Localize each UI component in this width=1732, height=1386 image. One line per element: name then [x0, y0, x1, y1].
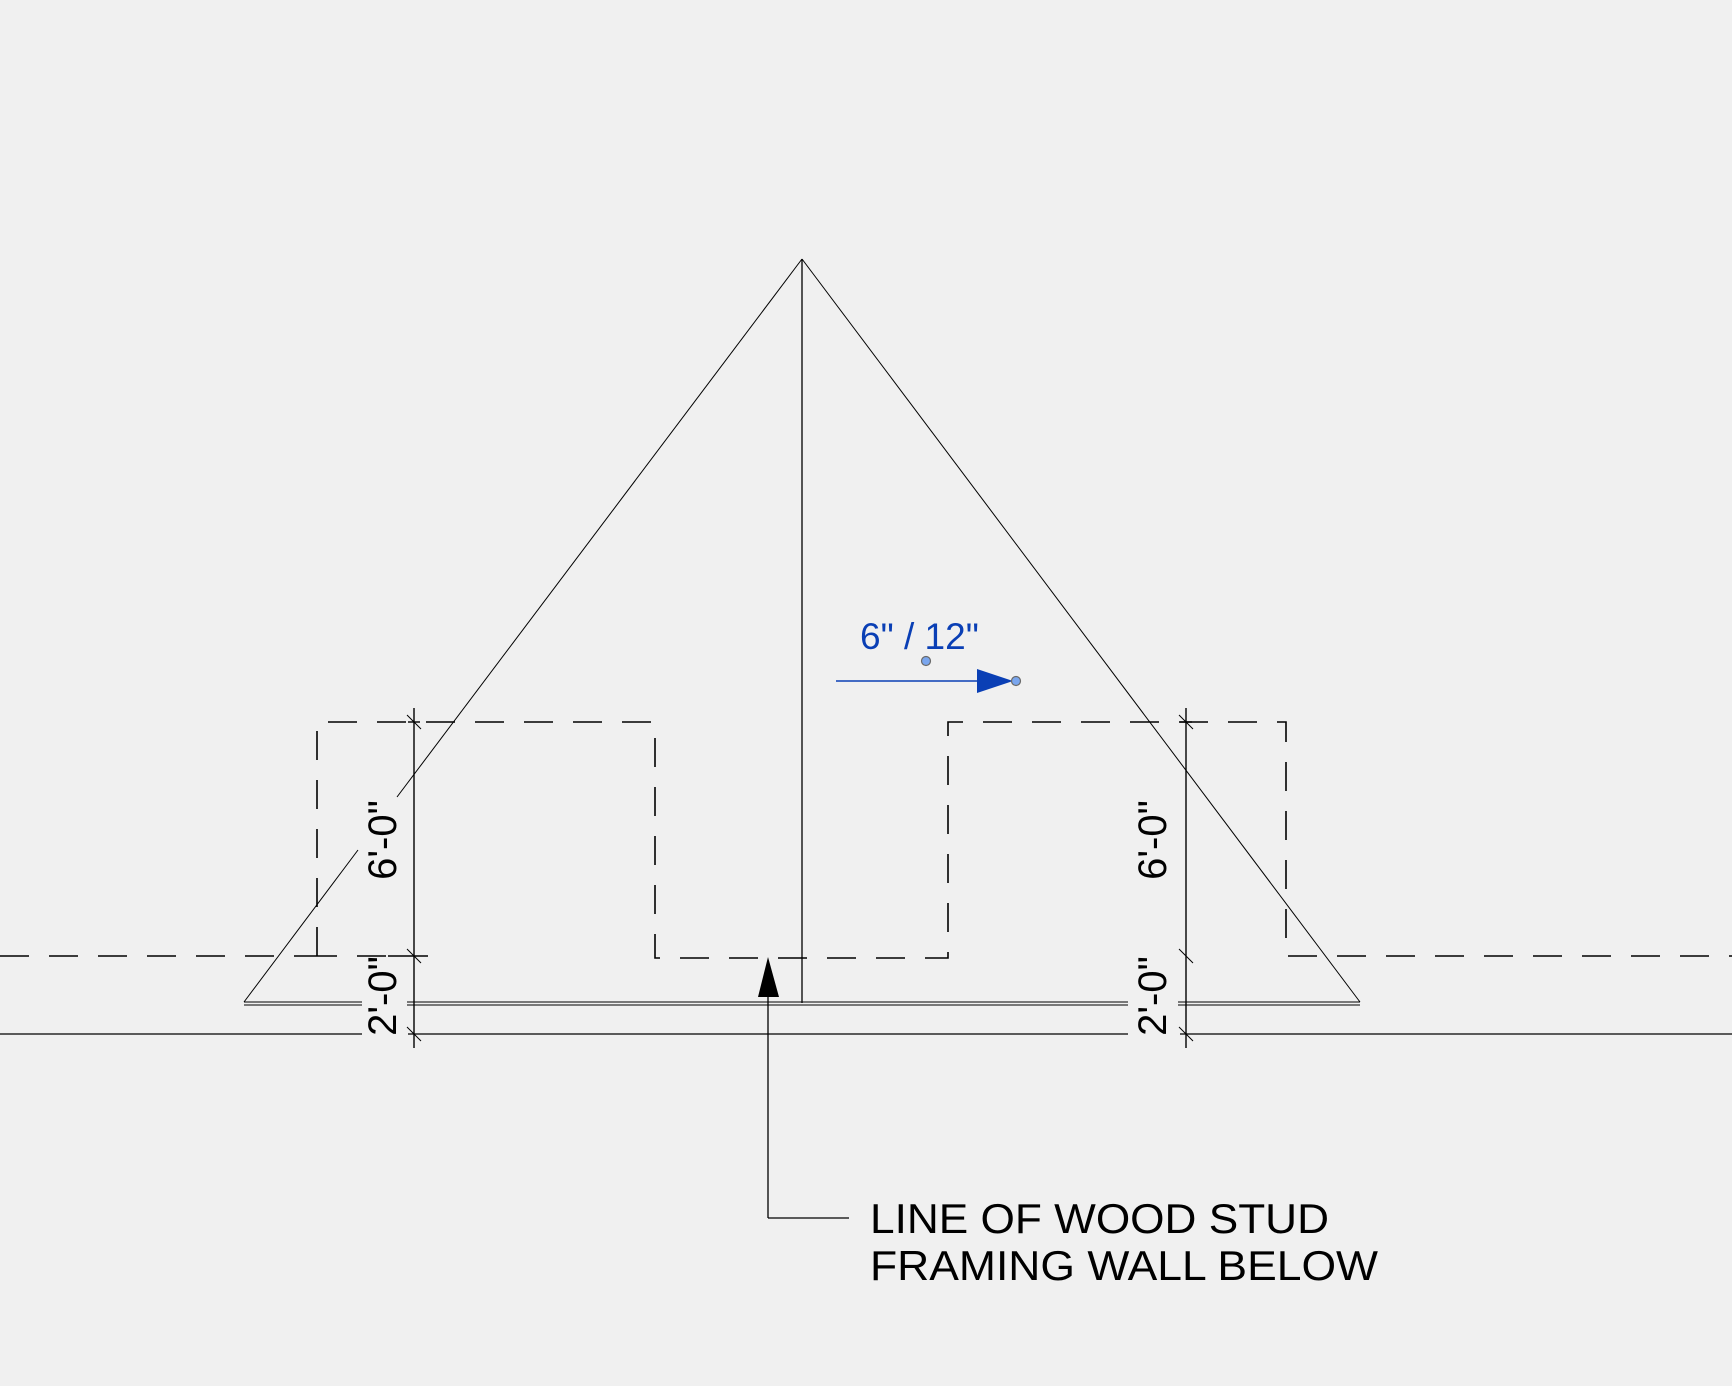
leader-arrow-icon	[758, 957, 779, 997]
hidden-dashed-outline[interactable]	[0, 721, 1732, 959]
slope-label: 6" / 12"	[860, 616, 979, 657]
slope-grip-handle-icon[interactable]	[920, 655, 932, 667]
leader-note[interactable]: LINE OF WOOD STUD FRAMING WALL BELOW	[870, 1195, 1378, 1289]
left-dim-upper-text: 6'-0"	[361, 800, 405, 880]
slope-end-grip-handle-icon[interactable]	[1010, 675, 1022, 687]
left-dimension-string[interactable]: 6'-0" 2'-0"	[361, 708, 428, 1048]
left-dim-lower-text: 2'-0"	[361, 956, 405, 1036]
roof-gable-outline[interactable]	[243, 258, 1361, 1003]
slope-arrow-icon	[977, 669, 1013, 693]
leader-line[interactable]	[758, 957, 849, 1219]
right-dim-lower-text: 2'-0"	[1131, 956, 1175, 1036]
right-dim-upper-text: 6'-0"	[1131, 800, 1175, 880]
right-dimension-string[interactable]: 6'-0" 2'-0"	[1131, 708, 1194, 1048]
roof-slope-annotation[interactable]: 6" / 12"	[836, 616, 1022, 693]
leader-note-line-2: FRAMING WALL BELOW	[870, 1242, 1378, 1289]
leader-note-line-1: LINE OF WOOD STUD	[870, 1195, 1329, 1242]
eave-double-line[interactable]	[244, 1001, 1360, 1006]
